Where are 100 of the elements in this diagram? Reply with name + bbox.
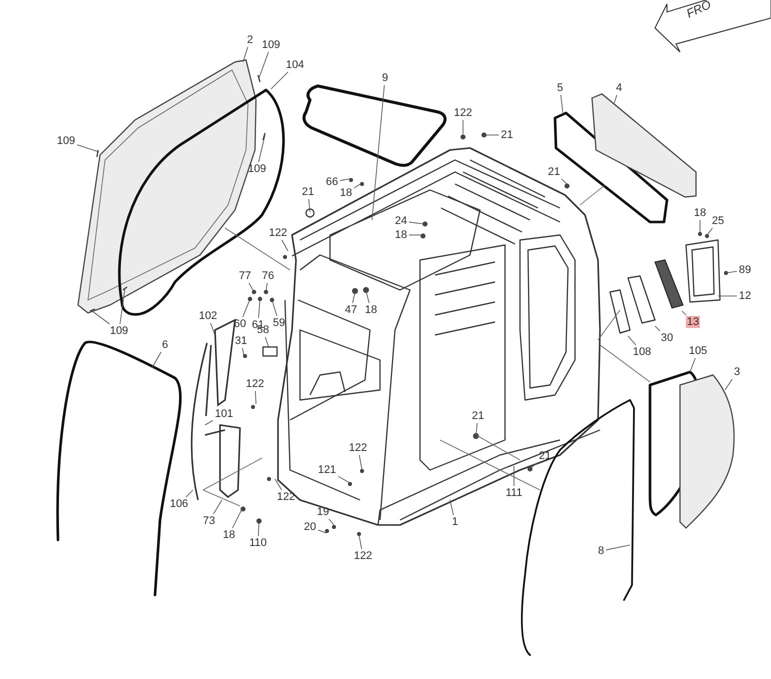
leader-line: [258, 523, 260, 536]
leader-line: [232, 506, 244, 528]
leader-line: [258, 52, 269, 78]
leader-line: [258, 134, 266, 162]
callout-number: 25: [710, 215, 726, 227]
leader-line: [264, 336, 269, 348]
callout-number: 20: [302, 521, 318, 533]
leader-line: [242, 348, 244, 356]
leader-line: [462, 120, 464, 134]
leader-line: [318, 530, 326, 534]
callout-number: 109: [260, 39, 282, 51]
callout-number: 13: [686, 316, 700, 328]
callout-number: 18: [364, 304, 378, 316]
callout-number: 18: [222, 529, 236, 541]
callout-number: 6: [160, 339, 170, 351]
callout-number: 9: [380, 72, 390, 84]
leader-line: [254, 390, 256, 404]
leader-line: [614, 94, 618, 104]
callout-number: 105: [688, 345, 708, 357]
callout-number: 73: [202, 515, 216, 527]
callout-number: 5: [556, 82, 564, 94]
leader-line: [358, 454, 362, 470]
callout-number: 104: [284, 59, 306, 71]
leader-line: [530, 462, 538, 468]
leader-line: [484, 134, 500, 136]
leader-line: [338, 476, 350, 484]
callout-number: 77: [238, 270, 252, 282]
callout-number: 111: [504, 487, 524, 499]
callout-number: 3: [732, 366, 742, 378]
leader-line: [282, 240, 288, 252]
leader-line: [152, 352, 162, 368]
leader-line: [690, 358, 696, 372]
callout-number: 1: [450, 516, 460, 528]
callout-number: 21: [500, 129, 514, 141]
fastener: [248, 296, 252, 302]
leader-line: [408, 222, 424, 224]
callout-number: 2: [246, 34, 254, 46]
leader-line: [560, 94, 564, 114]
direction-label: FRO: [684, 0, 714, 21]
fastener: [264, 290, 268, 294]
callout-number: 21: [546, 166, 562, 178]
callout-number: 18: [338, 187, 354, 199]
callout-number: 66: [324, 176, 340, 188]
leader-line: [274, 478, 282, 490]
leader-line: [476, 422, 478, 436]
leader-line: [724, 378, 733, 390]
callout-number: 122: [268, 227, 288, 239]
leader-line: [328, 518, 334, 526]
leader-line: [561, 178, 568, 184]
leader-line: [366, 290, 370, 304]
leader-line: [242, 300, 250, 318]
fastener: [252, 290, 256, 294]
leader-line: [706, 228, 713, 236]
leader-line: [186, 490, 194, 498]
callout-number: 21: [470, 410, 486, 422]
callout-number: 106: [168, 498, 190, 510]
strut: [214, 318, 236, 407]
leader-line: [606, 544, 630, 550]
leader-line: [358, 534, 362, 550]
leader-line: [212, 500, 222, 514]
callout-number: 109: [246, 163, 268, 175]
callout-number: 21: [300, 186, 316, 198]
callout-number: 122: [352, 550, 374, 562]
callout-number: 12: [738, 290, 752, 302]
leader-line: [340, 178, 350, 181]
callout-number: 18: [692, 207, 708, 219]
callout-number: 121: [316, 464, 338, 476]
leader-line: [258, 300, 260, 318]
callout-number: 89: [738, 264, 752, 276]
leader-line: [308, 198, 310, 212]
leader-line: [408, 234, 424, 236]
leader-line: [266, 282, 268, 290]
callout-number: 110: [248, 537, 268, 549]
leader-line: [654, 326, 660, 332]
fastener: [256, 518, 262, 524]
leader-line: [450, 500, 454, 516]
bracket: [262, 346, 278, 357]
callout-number: 47: [344, 304, 358, 316]
leader-line: [204, 420, 214, 426]
callout-number: 59: [272, 317, 286, 329]
leader-line: [270, 72, 288, 90]
fastener: [270, 298, 274, 302]
callout-number: 122: [348, 442, 368, 454]
callout-number: 24: [394, 215, 408, 227]
leader-line: [76, 144, 100, 152]
leader-line: [628, 336, 636, 346]
leader-line: [248, 282, 254, 290]
callout-number: 30: [660, 332, 674, 344]
callout-number: 109: [108, 325, 130, 337]
leader-line: [352, 292, 356, 304]
leader-line: [92, 310, 110, 324]
callout-number: 122: [244, 378, 266, 390]
leader-line: [682, 310, 686, 316]
callout-number: 4: [614, 82, 624, 94]
callout-number: 31: [234, 335, 248, 347]
fastener: [258, 296, 262, 302]
callout-number: 102: [198, 310, 218, 322]
callout-number: 109: [56, 135, 76, 147]
callout-number: 108: [632, 346, 652, 358]
leader-line: [120, 288, 126, 324]
